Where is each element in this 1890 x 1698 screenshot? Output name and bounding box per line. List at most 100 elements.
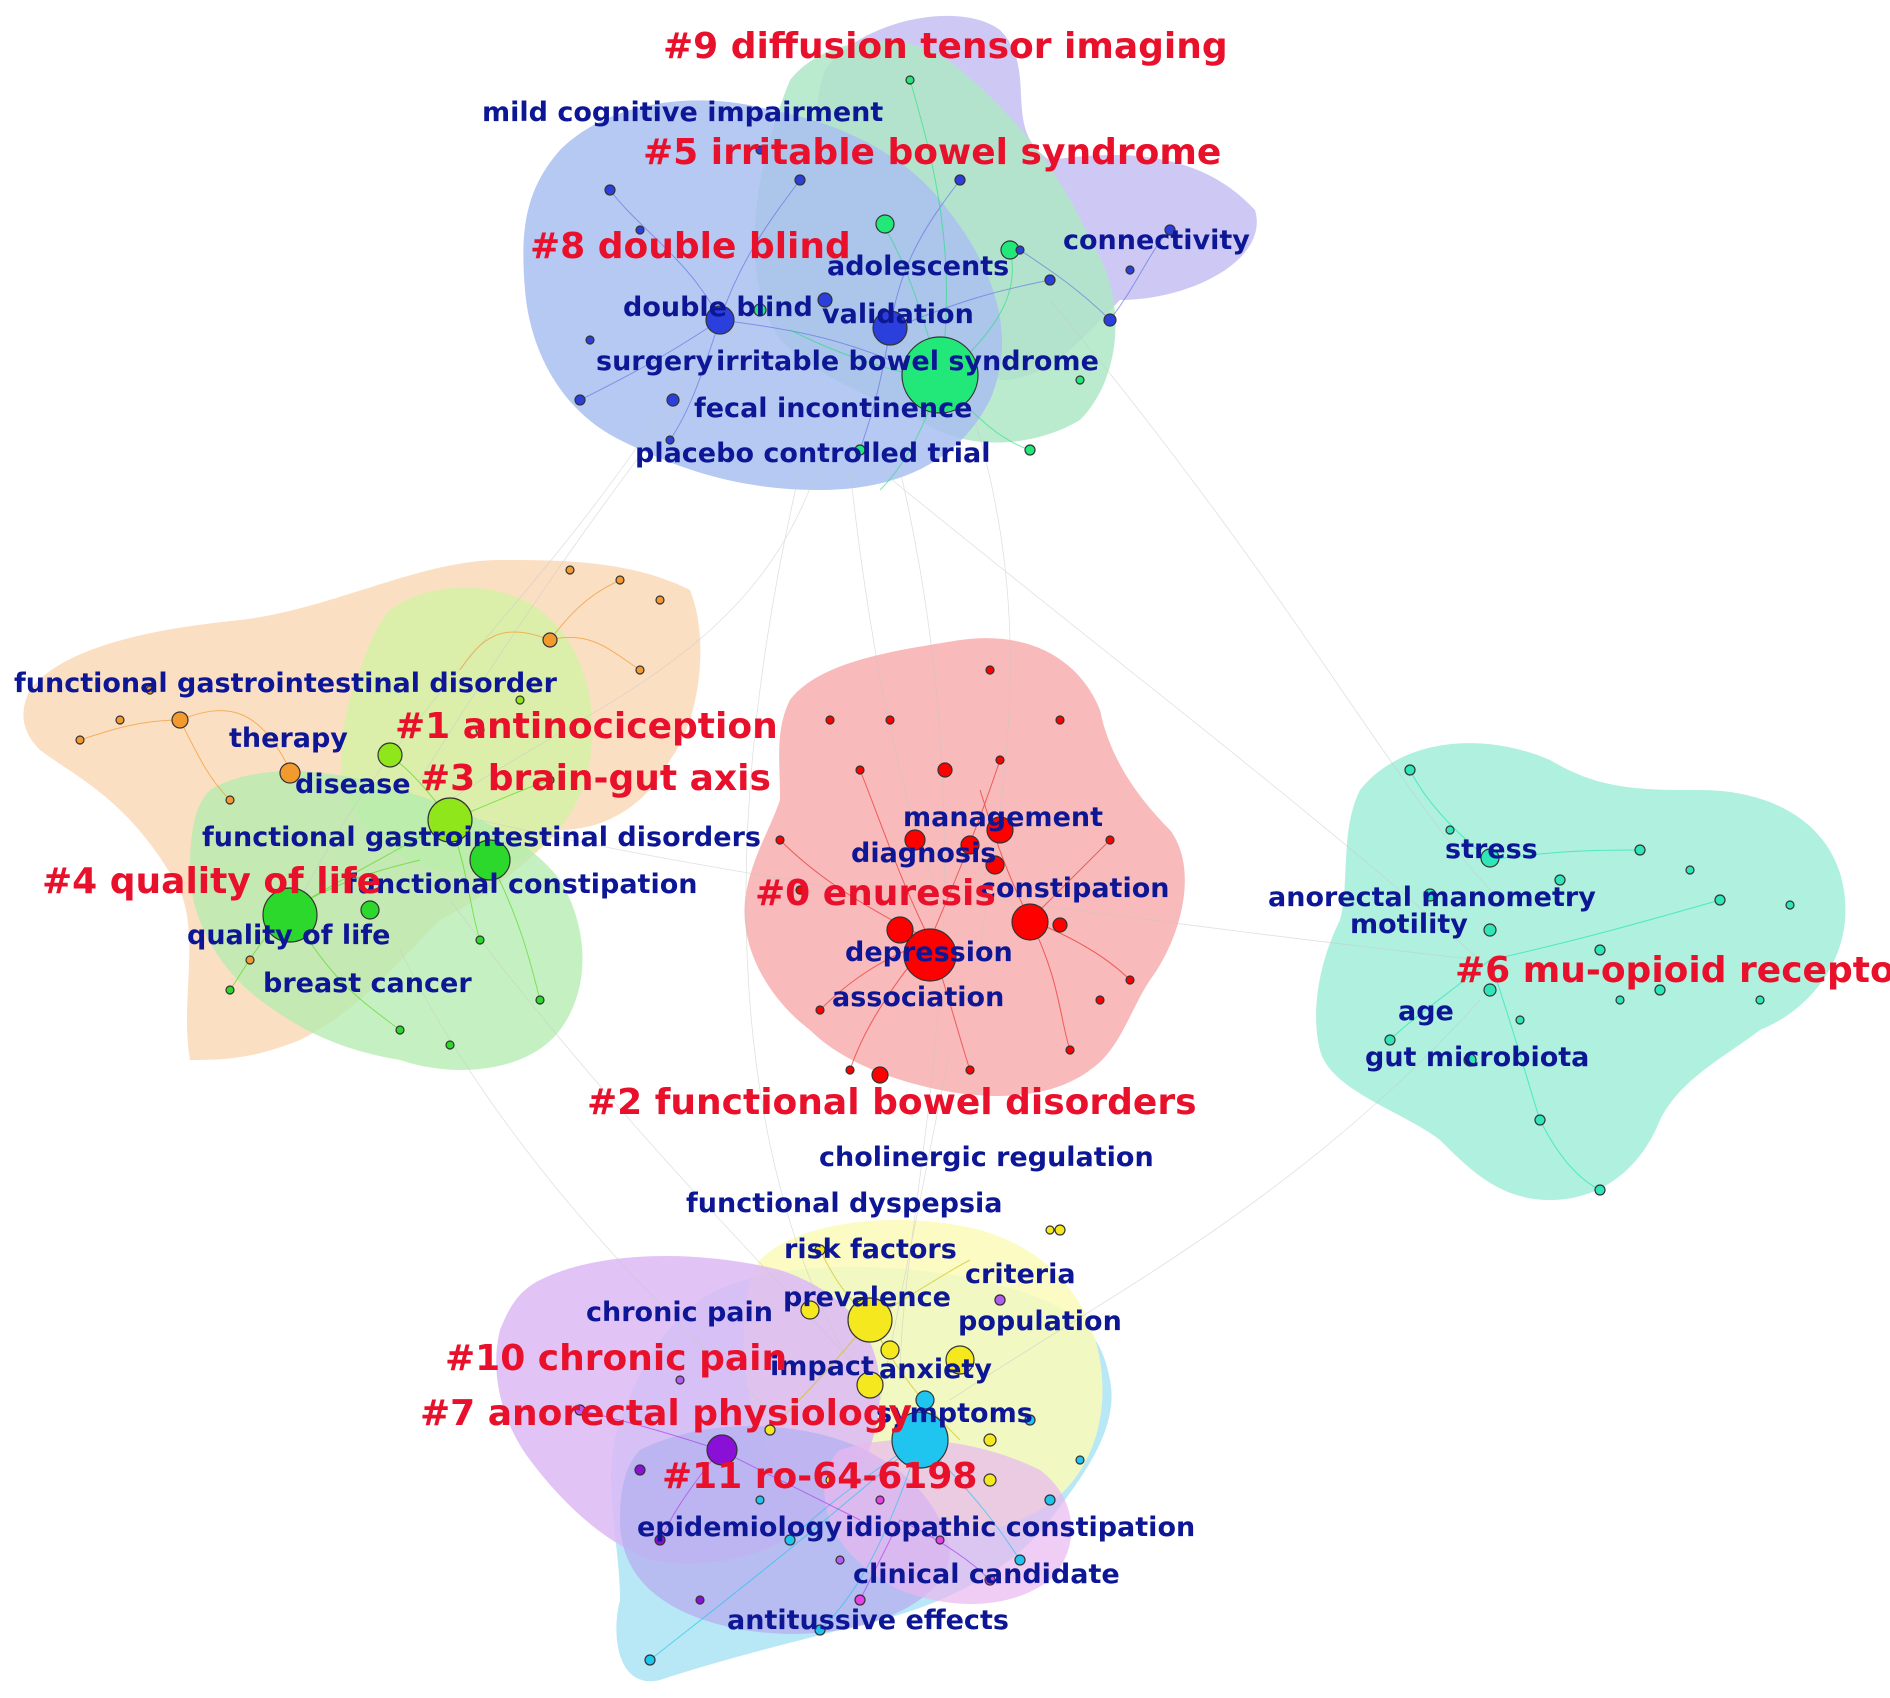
node[interactable] — [604, 184, 616, 196]
node[interactable] — [654, 1534, 666, 1546]
node[interactable] — [1685, 865, 1695, 875]
keyword-label[interactable]: epidemiology — [637, 1512, 843, 1543]
keyword-label[interactable]: placebo controlled trial — [635, 438, 990, 469]
node-anxiety[interactable] — [945, 1345, 975, 1375]
node[interactable] — [800, 1300, 820, 1320]
node[interactable] — [755, 1495, 765, 1505]
node[interactable] — [1594, 1184, 1606, 1196]
cluster-label-5[interactable]: #5 irritable bowel syndrome — [643, 132, 1221, 173]
node[interactable] — [1024, 444, 1036, 456]
node[interactable] — [1044, 274, 1056, 286]
node[interactable] — [115, 715, 125, 725]
node[interactable] — [695, 1595, 705, 1605]
node[interactable] — [515, 695, 525, 705]
node-diagnosis[interactable] — [904, 829, 926, 851]
node[interactable] — [565, 565, 575, 575]
node[interactable] — [954, 174, 966, 186]
node[interactable] — [245, 955, 255, 965]
keyword-label[interactable]: symptoms — [876, 1398, 1033, 1429]
node[interactable] — [915, 1390, 935, 1410]
keyword-label[interactable]: anxiety — [879, 1354, 992, 1385]
keyword-label[interactable]: anorectal manometry — [1268, 882, 1596, 913]
cluster-label-2[interactable]: #2 functional bowel disorders — [587, 1082, 1197, 1123]
node[interactable] — [615, 575, 625, 585]
cluster-label-7[interactable]: #7 anorectal physiology — [420, 1393, 912, 1434]
node[interactable] — [855, 765, 865, 775]
node-functional-gastrointestinal-disorders[interactable] — [427, 797, 473, 843]
node[interactable] — [875, 214, 895, 234]
node[interactable] — [1164, 224, 1176, 236]
node[interactable] — [585, 335, 595, 345]
node[interactable] — [985, 855, 1005, 875]
node[interactable] — [545, 775, 555, 785]
keyword-label[interactable]: criteria — [965, 1259, 1076, 1290]
node[interactable] — [1024, 1414, 1036, 1426]
keyword-label[interactable]: therapy — [229, 723, 348, 754]
keyword-label[interactable]: functional dyspepsia — [686, 1188, 1003, 1219]
keyword-label[interactable]: constipation — [980, 873, 1170, 904]
node-validation[interactable] — [872, 310, 908, 346]
node[interactable] — [635, 665, 645, 675]
keyword-label[interactable]: fecal incontinence — [694, 393, 972, 424]
cluster-label-1[interactable]: #1 antinociception — [395, 706, 778, 747]
node-motility[interactable] — [1483, 923, 1497, 937]
node[interactable] — [984, 1574, 996, 1586]
node[interactable] — [1095, 995, 1105, 1005]
keyword-label[interactable]: double blind — [623, 292, 813, 323]
node[interactable] — [475, 725, 485, 735]
keyword-label[interactable]: prevalence — [783, 1282, 951, 1313]
node[interactable] — [985, 665, 995, 675]
node-prevalence[interactable] — [847, 1297, 893, 1343]
node[interactable] — [1554, 874, 1566, 886]
node[interactable] — [983, 1433, 997, 1447]
node[interactable] — [995, 755, 1005, 765]
node[interactable] — [854, 444, 866, 456]
keyword-label[interactable]: impact — [770, 1351, 874, 1382]
keyword-label[interactable]: clinical candidate — [853, 1559, 1120, 1590]
cluster-label-10[interactable]: #10 chronic pain — [445, 1338, 787, 1379]
node[interactable] — [845, 1065, 855, 1075]
node[interactable] — [854, 1594, 866, 1606]
cluster-label-11[interactable]: #11 ro-64-6198 — [662, 1456, 977, 1497]
node-gut-microbiota[interactable] — [1463, 1053, 1477, 1067]
keyword-label[interactable]: cholinergic regulation — [819, 1142, 1154, 1173]
node[interactable] — [871, 1066, 889, 1084]
keyword-label[interactable]: chronic pain — [586, 1297, 773, 1328]
node-depression[interactable] — [903, 928, 957, 982]
node[interactable] — [814, 1624, 826, 1636]
node[interactable] — [675, 1375, 685, 1385]
node[interactable] — [574, 1404, 586, 1416]
keyword-label[interactable]: idiopathic constipation — [845, 1512, 1195, 1543]
keyword-label[interactable]: connectivity — [1063, 225, 1250, 256]
node[interactable] — [825, 1475, 835, 1485]
node[interactable] — [814, 1244, 826, 1256]
keyword-label[interactable]: risk factors — [784, 1234, 957, 1265]
node[interactable] — [1634, 844, 1646, 856]
node[interactable] — [1594, 944, 1606, 956]
node[interactable] — [475, 935, 485, 945]
node[interactable] — [1075, 1455, 1085, 1465]
node[interactable] — [1125, 975, 1135, 985]
keyword-label[interactable]: age — [1398, 996, 1454, 1027]
node[interactable] — [542, 632, 558, 648]
node[interactable] — [1125, 265, 1135, 275]
node[interactable] — [225, 985, 235, 995]
keyword-label[interactable]: functional constipation — [345, 869, 698, 900]
cluster-label-0[interactable]: #0 enuresis — [755, 873, 996, 914]
keyword-label[interactable]: adolescents — [827, 251, 1009, 282]
node[interactable] — [764, 1424, 776, 1436]
node[interactable] — [1534, 1114, 1546, 1126]
keyword-label[interactable]: depression — [845, 937, 1013, 968]
node[interactable] — [905, 75, 915, 85]
cluster-label-3[interactable]: #3 brain-gut axis — [420, 758, 771, 799]
node[interactable] — [225, 795, 235, 805]
keyword-label[interactable]: quality of life — [187, 920, 390, 951]
keyword-label[interactable]: irritable bowel syndrome — [716, 346, 1099, 377]
node[interactable] — [994, 1294, 1006, 1306]
keyword-label[interactable]: validation — [822, 299, 974, 330]
node-management[interactable] — [986, 816, 1014, 844]
node[interactable] — [1384, 1034, 1396, 1046]
node[interactable] — [635, 225, 645, 235]
node-association[interactable] — [886, 916, 914, 944]
node[interactable] — [880, 1340, 900, 1360]
